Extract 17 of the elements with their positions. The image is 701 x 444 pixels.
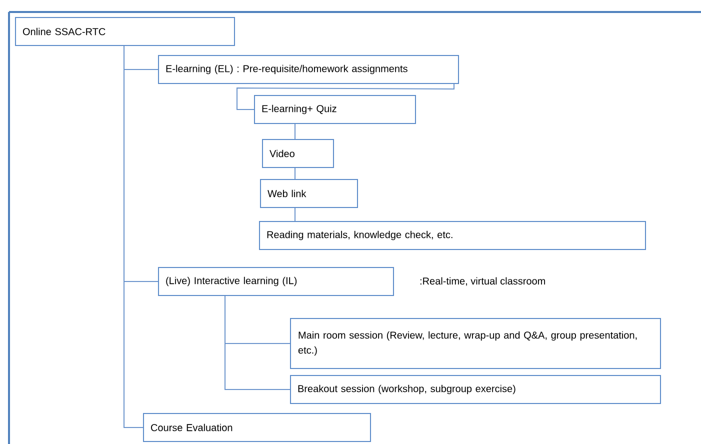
process-box: (Live) Interactive learning (IL) xyxy=(158,267,394,296)
connector-line xyxy=(294,208,296,222)
process-box: Online SSAC-RTC xyxy=(15,17,235,46)
process-box: E-learning (EL) : Pre-requisite/homework assignments xyxy=(158,55,459,84)
process-box: Video xyxy=(262,139,334,168)
connector-line xyxy=(124,46,144,428)
connector-line xyxy=(294,168,296,180)
connector-line xyxy=(224,296,290,390)
process-box: Breakout session (workshop, subgroup exercise) xyxy=(290,375,661,404)
connector-line xyxy=(294,124,296,140)
note-text: :Real-time, virtual classroom xyxy=(420,277,545,286)
connector-line xyxy=(236,84,454,110)
process-box: Course Evaluation xyxy=(143,413,371,442)
process-box: E-learning+ Quiz xyxy=(254,95,416,124)
process-box: Web link xyxy=(260,179,358,208)
process-box: Reading materials, knowledge check, etc. xyxy=(259,221,646,250)
process-box: Main room session (Review, lecture, wrap-up and Q&A, group presentation, etc.) xyxy=(290,318,661,369)
